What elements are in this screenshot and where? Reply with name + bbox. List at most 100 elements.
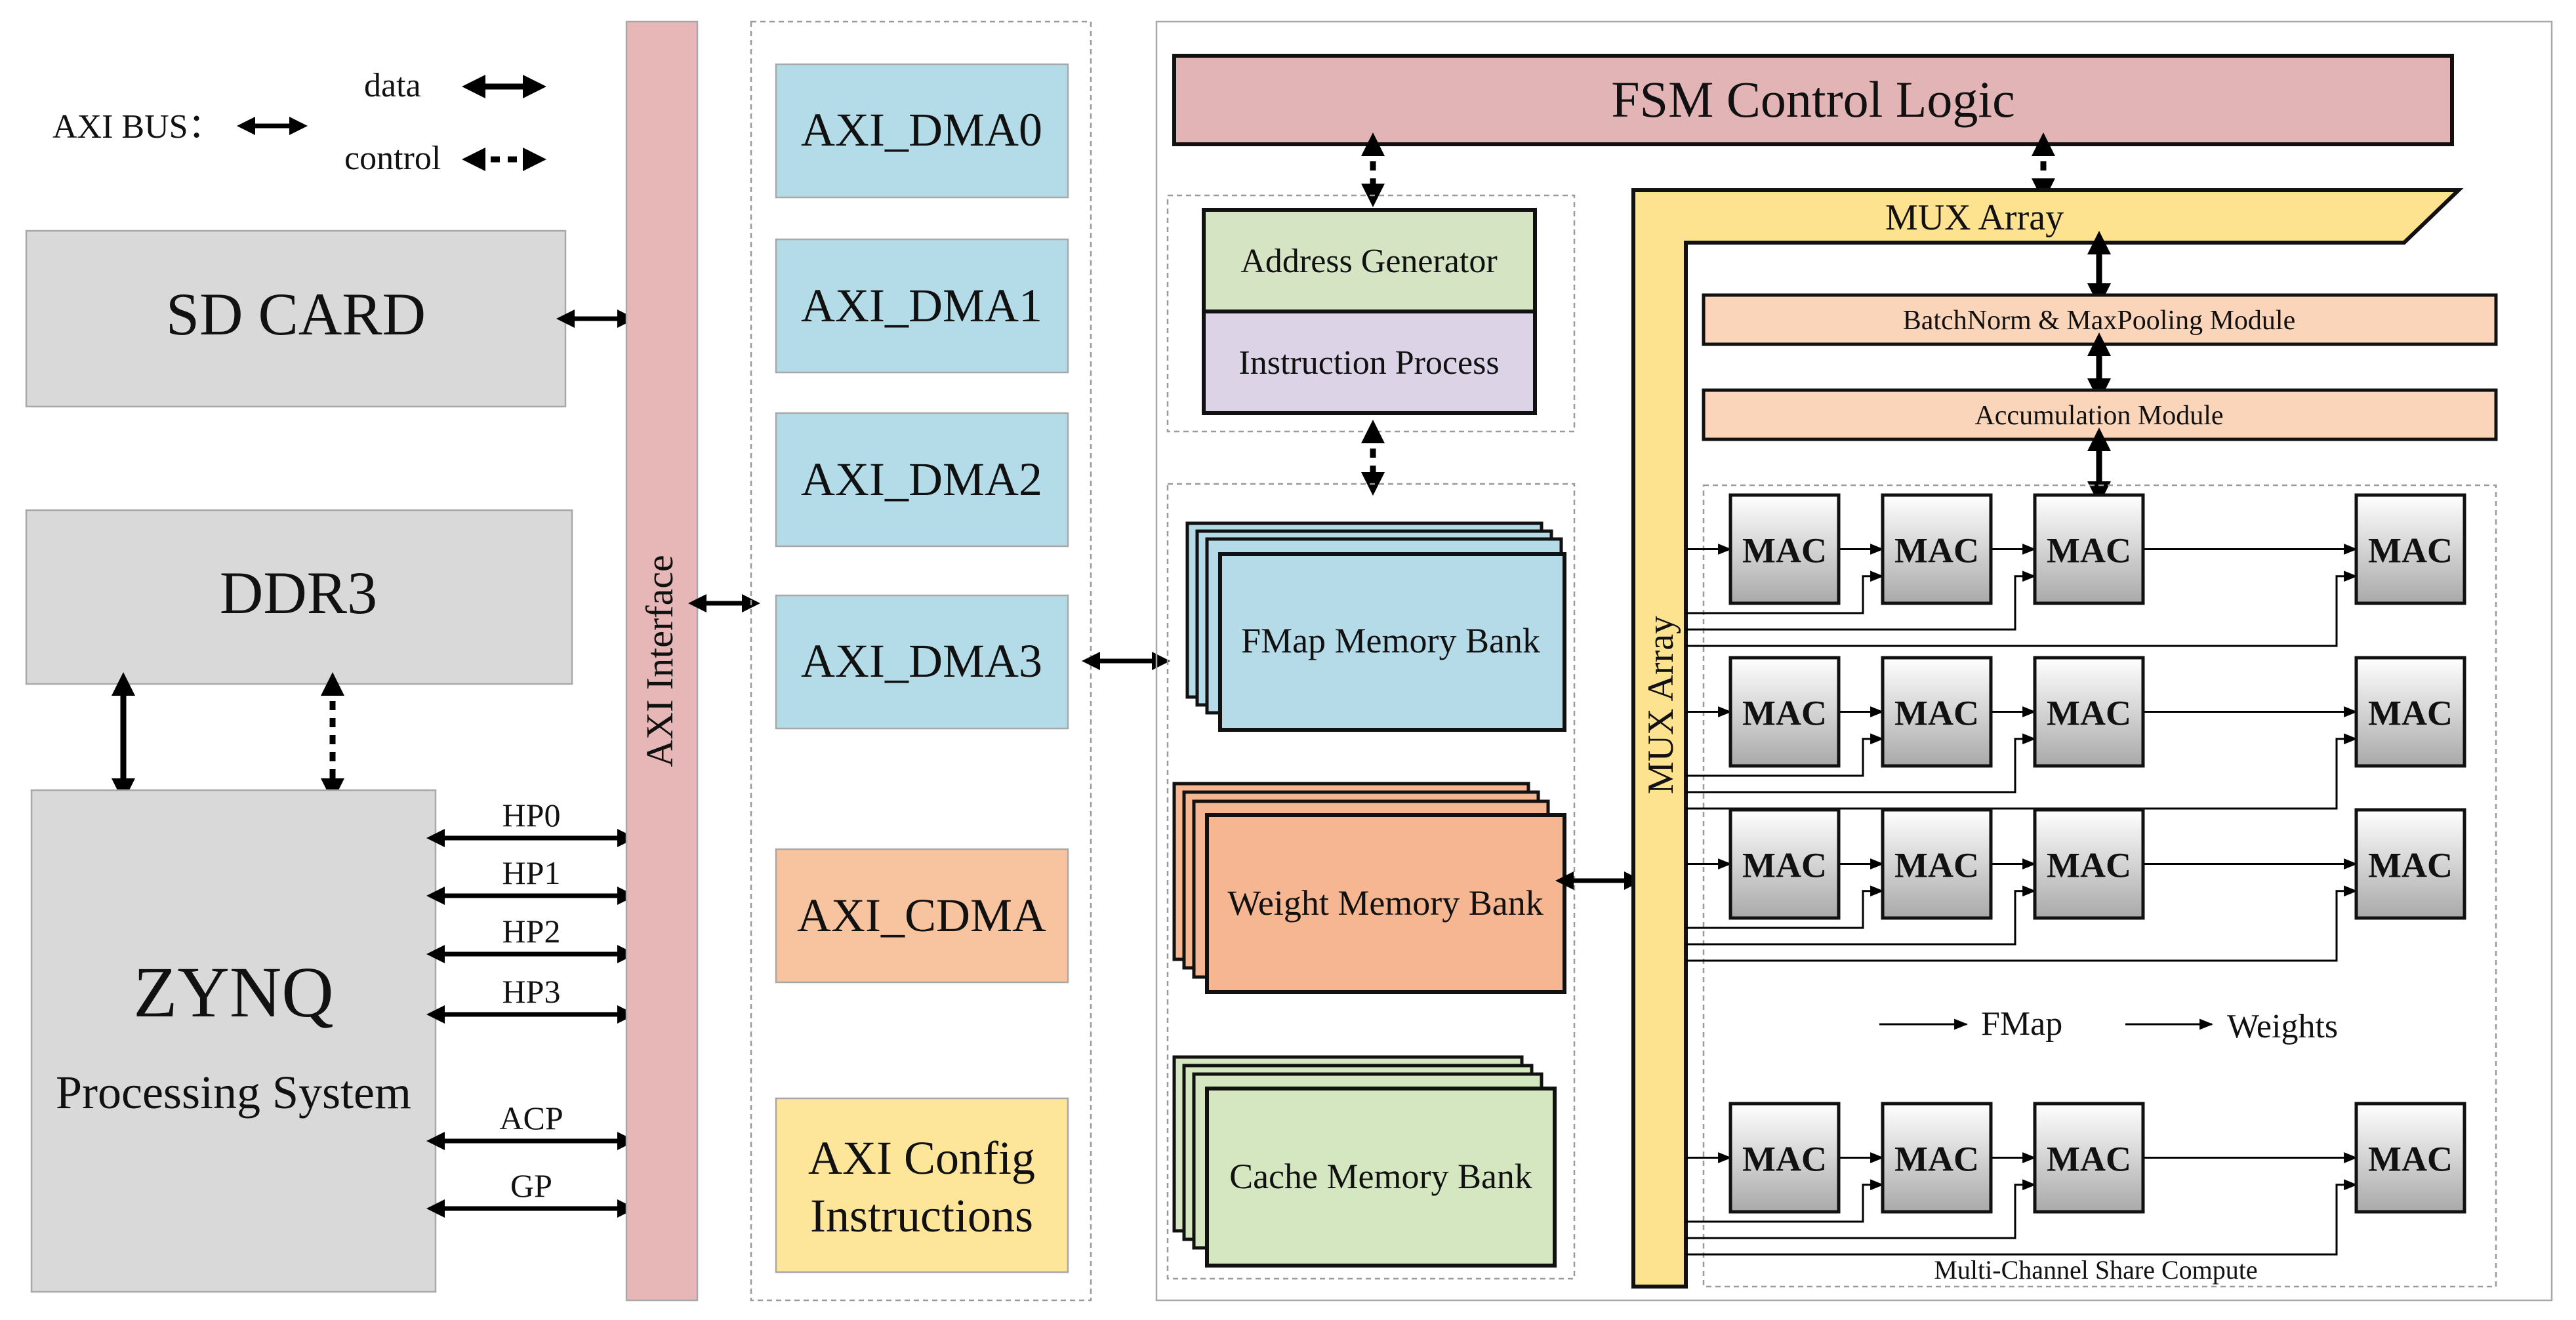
mac-block	[1728, 493, 1841, 605]
instruction-process-label: Instruction Process	[1238, 344, 1499, 382]
zynq-block	[30, 789, 437, 1293]
mac-label: MAC	[1894, 694, 1979, 733]
legend-weights-label: Weights	[2227, 1008, 2338, 1045]
axi-dma3-block	[775, 594, 1069, 730]
zynq-label: ZYNQ	[133, 952, 334, 1032]
mac-block	[2033, 656, 2145, 768]
axi-interface-bar	[625, 20, 699, 1302]
axi-config-label-line2: Instructions	[810, 1190, 1033, 1242]
mac-label: MAC	[2047, 694, 2131, 733]
axi-dma2-block	[775, 412, 1069, 548]
mux-array-shape	[1631, 188, 2464, 1289]
axi-dma2-label: AXI_DMA2	[801, 453, 1042, 506]
mac-block	[1728, 1102, 1841, 1214]
mac-label: MAC	[1894, 1140, 1979, 1179]
weight-feed-line	[1686, 733, 2358, 810]
weight-feed-line	[1686, 1179, 1885, 1223]
weight-feed-line	[1686, 570, 2358, 647]
accumulation-module-label: Accumulation Module	[1974, 401, 2223, 431]
mac-unit: MAC	[2354, 808, 2466, 920]
mux-array-side-label: MUX Array	[1641, 616, 1681, 794]
mac-unit: MAC	[2033, 493, 2145, 605]
mac-label: MAC	[1742, 1140, 1827, 1179]
axi-config-block	[775, 1097, 1069, 1273]
mac-grid: MAC MAC MAC MAC MAC MAC MAC MAC MAC MAC MAC MAC MAC M…	[1686, 493, 2466, 1256]
mac-block	[1881, 1102, 1993, 1214]
sd-card-block	[25, 230, 567, 408]
weight-memory-bank-label: Weight Memory Bank	[1227, 883, 1544, 923]
weight-feed-line	[1686, 1179, 2358, 1256]
mac-label: MAC	[2047, 531, 2131, 570]
mac-label: MAC	[2368, 531, 2453, 570]
mac-block	[2354, 493, 2466, 605]
mac-block	[1728, 656, 1841, 768]
axi-dma0-label: AXI_DMA0	[801, 104, 1042, 156]
mac-unit: MAC	[1728, 656, 1841, 768]
mac-unit: MAC	[1881, 808, 1993, 920]
legend-fmap-label: FMap	[1981, 1005, 2062, 1043]
port-label-hp1: HP1	[502, 854, 561, 891]
mac-unit: MAC	[1728, 808, 1841, 920]
mac-block	[2354, 808, 2466, 920]
cache-memory-bank-stack	[1172, 1055, 1557, 1268]
processing-system-label: Processing System	[56, 1066, 411, 1119]
mac-label: MAC	[2047, 846, 2131, 885]
accelerator-region	[1155, 20, 2553, 1302]
zynq-ports: HP0 HP1 HP2 HP3 ACP GP	[426, 797, 636, 1218]
fsm-control-block	[1172, 54, 2454, 146]
weight-feed-line	[1686, 885, 1885, 929]
mac-unit: MAC	[1881, 1102, 1993, 1214]
port-label-hp0: HP0	[502, 797, 561, 833]
mac-label: MAC	[2047, 1140, 2131, 1179]
port-label-acp: ACP	[499, 1100, 563, 1136]
weight-feed-line	[1686, 733, 1885, 777]
weight-memory-bank-stack	[1172, 782, 1566, 994]
weight-feed-line	[1686, 1179, 2037, 1239]
weight-feed-line	[1686, 885, 2358, 962]
mac-block	[2033, 1102, 2145, 1214]
mac-block	[2354, 1102, 2466, 1214]
mac-block	[2033, 808, 2145, 920]
batchnorm-maxpooling-label: BatchNorm & MaxPooling Module	[1903, 306, 2295, 336]
mac-label: MAC	[1742, 531, 1827, 570]
legend-axi-bus-label: AXI BUS：	[52, 108, 222, 146]
dma-region	[750, 20, 1092, 1302]
mac-unit: MAC	[2354, 493, 2466, 605]
legend-control-label: control	[344, 140, 441, 177]
fmap-memory-bank-block	[1218, 552, 1566, 732]
mac-unit: MAC	[2354, 1102, 2466, 1214]
ddr3-label: DDR3	[220, 559, 377, 626]
legend-data-label: data	[364, 67, 421, 104]
mac-label: MAC	[1742, 846, 1827, 885]
fmap-memory-bank-label: FMap Memory Bank	[1241, 621, 1540, 660]
mac-unit: MAC	[1881, 493, 1993, 605]
mac-label: MAC	[2368, 694, 2453, 733]
cache-memory-bank-block	[1205, 1087, 1557, 1268]
mac-block	[1881, 656, 1993, 768]
address-generator-label: Address Generator	[1240, 243, 1497, 280]
fsm-control-label: FSM Control Logic	[1611, 71, 2014, 128]
axi-dma1-label: AXI_DMA1	[801, 279, 1042, 332]
mac-block	[1728, 808, 1841, 920]
address-generator-block	[1202, 208, 1537, 313]
weight-feed-line	[1686, 570, 2037, 631]
axi-dma1-block	[775, 238, 1069, 374]
mac-unit: MAC	[1881, 656, 1993, 768]
mac-block	[2354, 656, 2466, 768]
axi-config-label-line1: AXI Config	[808, 1132, 1035, 1184]
weight-feed-line	[1686, 885, 2037, 946]
mac-block	[1881, 808, 1993, 920]
mac-label: MAC	[1894, 531, 1979, 570]
mac-array-region	[1702, 484, 2497, 1288]
sd-card-label: SD CARD	[166, 281, 426, 348]
mac-unit: MAC	[2033, 808, 2145, 920]
fmap-memory-bank-stack	[1185, 521, 1566, 732]
mac-label: MAC	[1742, 694, 1827, 733]
ddr3-block	[25, 509, 573, 685]
mac-unit: MAC	[2354, 656, 2466, 768]
port-label-hp2: HP2	[502, 913, 561, 950]
mac-label: MAC	[2368, 1140, 2453, 1179]
axi-interface-label: AXI Interface	[638, 555, 681, 767]
mac-unit: MAC	[1728, 493, 1841, 605]
